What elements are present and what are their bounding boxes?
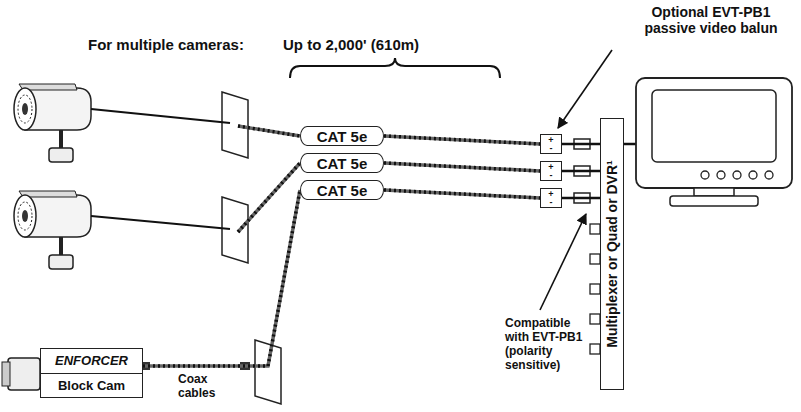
node-text: CAT 5e	[317, 155, 368, 172]
cable-line	[384, 190, 540, 198]
cable-line	[562, 170, 600, 173]
cable-line	[384, 136, 540, 144]
polarity-mark: -	[550, 198, 553, 206]
cable	[384, 190, 540, 198]
cable	[143, 190, 300, 366]
cable-line	[384, 163, 540, 171]
node-text: Block Cam	[41, 374, 142, 398]
cable-label: CAT 5e	[300, 126, 384, 146]
cable	[562, 198, 600, 199]
node-text: CAT 5e	[317, 182, 368, 199]
dimension: Up to 2,000' (610m)	[283, 36, 513, 53]
polarity-mark: +	[548, 136, 553, 144]
heading: For multiple cameras:	[88, 36, 288, 53]
cable	[384, 163, 540, 171]
cable	[562, 171, 600, 172]
balun-box: +-	[540, 188, 562, 208]
cable	[562, 144, 600, 145]
polarity-mark: +	[548, 163, 553, 171]
cable-line	[384, 136, 540, 144]
callout-note: Optional EVT-PB1 passive video balun	[626, 4, 796, 36]
cable-line	[384, 163, 540, 171]
polarity-mark: -	[550, 171, 553, 179]
node-text: ENFORCER	[41, 349, 142, 374]
callout-note: Coax cables	[178, 372, 238, 400]
cable-line	[143, 190, 300, 366]
balun-box: +-	[540, 134, 562, 154]
cable-line	[562, 197, 600, 200]
node-text: Multiplexer or Quad or DVR¹	[604, 160, 620, 347]
polarity-mark: -	[550, 144, 553, 152]
multiplexer-box: Multiplexer or Quad or DVR¹	[600, 118, 624, 390]
polarity-mark: +	[548, 190, 553, 198]
cable-line	[562, 143, 600, 146]
callout-note: Compatible with EVT-PB1 (polarity sensit…	[505, 316, 587, 372]
balun-box: +-	[540, 161, 562, 181]
cable-label: CAT 5e	[300, 180, 384, 200]
cable	[384, 136, 540, 144]
cable-line	[143, 190, 300, 366]
camera-box: ENFORCERBlock Cam	[40, 348, 143, 398]
cable-label: CAT 5e	[300, 153, 384, 173]
cable-line	[384, 190, 540, 198]
node-text: CAT 5e	[317, 128, 368, 145]
